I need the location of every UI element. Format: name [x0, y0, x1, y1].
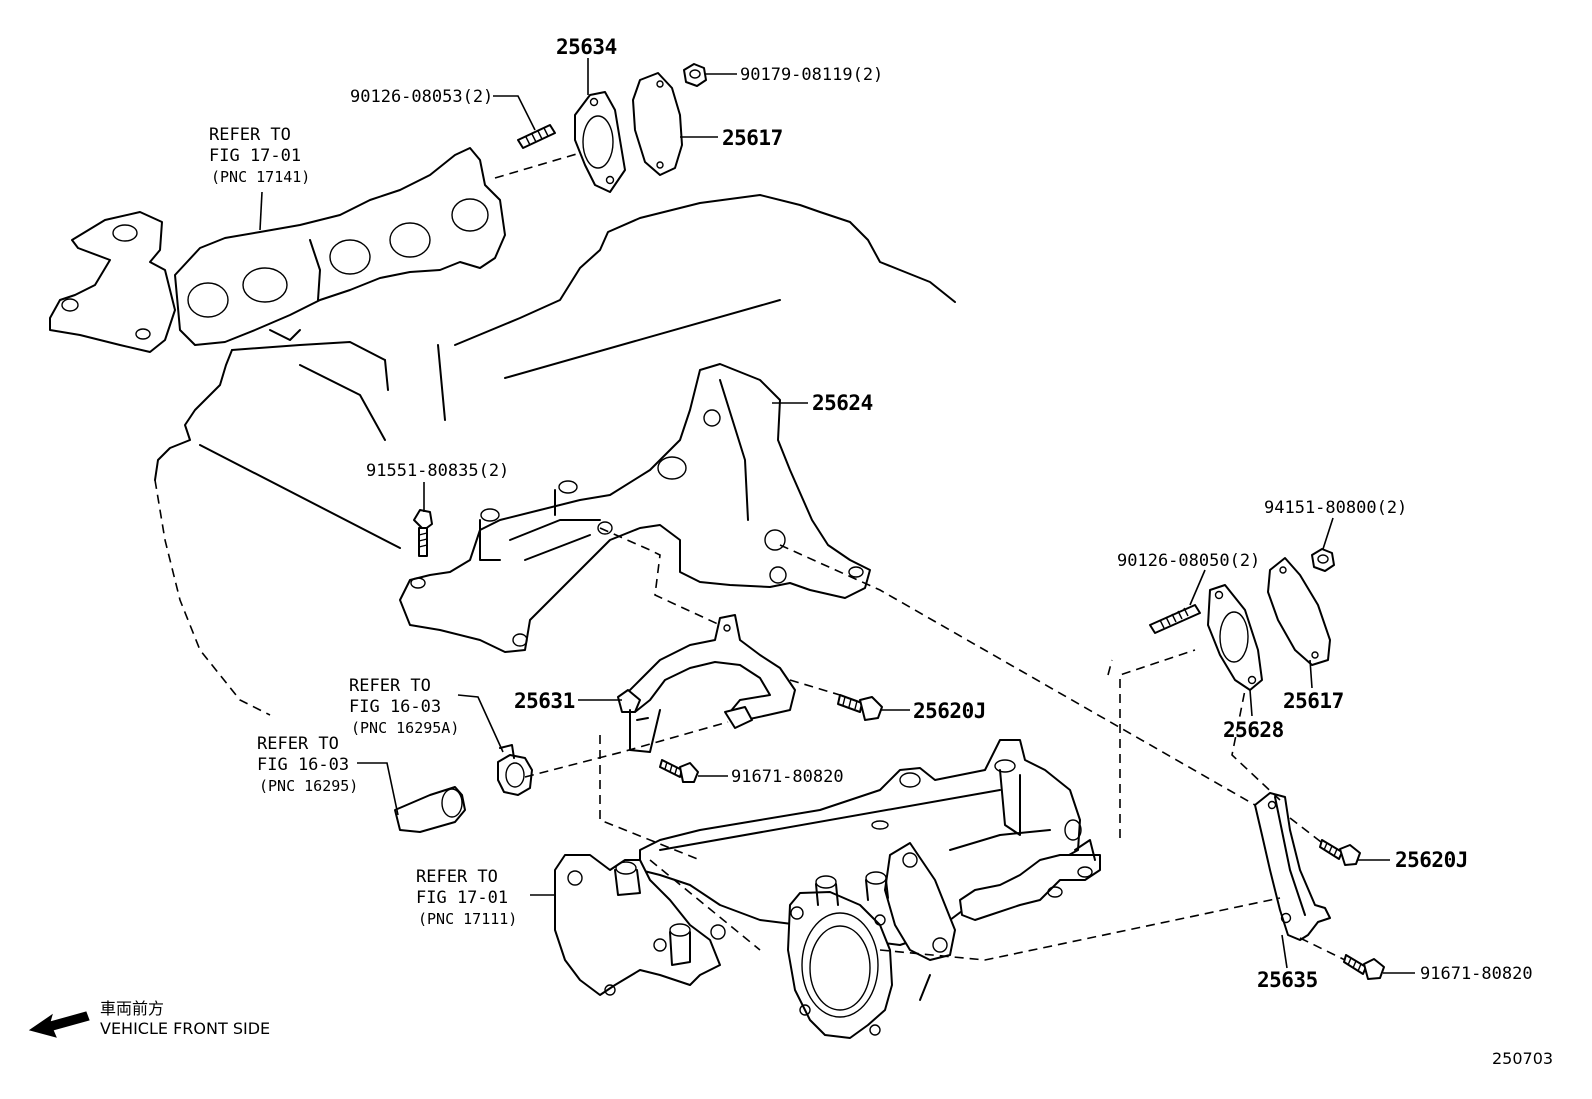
- stud-bolt-right: [1149, 604, 1201, 634]
- refer-note-17141[interactable]: REFER TO FIG 17-01 (PNC 17141): [209, 125, 310, 186]
- label-91671-80820-mid[interactable]: 91671-80820: [731, 767, 844, 787]
- label-25635[interactable]: 25635: [1257, 968, 1318, 992]
- nut-94151: [1311, 548, 1335, 572]
- refer-note-16295A[interactable]: REFER TO FIG 16-03 (PNC 16295A): [349, 676, 459, 737]
- gasket-25628: [1207, 584, 1263, 691]
- cover-plate-25617-right: [1267, 557, 1331, 666]
- label-25624[interactable]: 25624: [812, 391, 873, 415]
- water-hose-25631: [617, 614, 796, 753]
- refer-line3: (PNC 17111): [418, 910, 517, 928]
- label-25620J-right[interactable]: 25620J: [1395, 848, 1468, 872]
- engine-block-outline: [154, 194, 956, 716]
- direction-label-ja: 車両前方: [100, 999, 164, 1018]
- refer-line2: FIG 17-01: [209, 146, 301, 166]
- bolt-91671-right: [1343, 954, 1385, 980]
- label-90126-08050[interactable]: 90126-08050(2): [1117, 551, 1260, 571]
- bolt-25620J-right: [1319, 839, 1361, 866]
- flange-bolt-91551: [413, 509, 433, 557]
- refer-line1: REFER TO: [349, 676, 431, 696]
- refer-line2: FIG 16-03: [257, 755, 349, 775]
- nut-90179: [683, 63, 707, 87]
- refer-line1: REFER TO: [416, 867, 498, 887]
- cover-plate-25617-top: [632, 72, 683, 176]
- water-pipe-16295: [394, 786, 466, 833]
- hose-clamp: [497, 744, 533, 796]
- intake-manifold: [554, 739, 1101, 1039]
- refer-line1: REFER TO: [257, 734, 339, 754]
- label-25631[interactable]: 25631: [514, 689, 575, 713]
- gasket-25634: [574, 91, 626, 193]
- leader-lines: [259, 58, 1415, 974]
- assembly-guide-lines: [494, 152, 1346, 961]
- label-25617-right[interactable]: 25617: [1283, 689, 1344, 713]
- part-number-labels: 25634 90126-08053(2) 90179-08119(2) 2561…: [350, 35, 1533, 992]
- exhaust-manifold: [49, 147, 506, 353]
- bolt-25620J-mid: [837, 694, 883, 721]
- label-25620J-mid[interactable]: 25620J: [913, 699, 986, 723]
- refer-line2: FIG 17-01: [416, 888, 508, 908]
- label-25617-top[interactable]: 25617: [722, 126, 783, 150]
- label-25634[interactable]: 25634: [556, 35, 617, 59]
- figure-id: 250703: [1492, 1049, 1553, 1068]
- bolt-91671-mid: [659, 759, 699, 783]
- egr-pipe-25624: [399, 363, 871, 653]
- refer-line1: REFER TO: [209, 125, 291, 145]
- refer-line3: (PNC 16295): [259, 777, 358, 795]
- label-94151-80800[interactable]: 94151-80800(2): [1264, 498, 1407, 518]
- label-90179-08119[interactable]: 90179-08119(2): [740, 65, 883, 85]
- stud-bolt-upper: [517, 124, 556, 149]
- label-91551-80835[interactable]: 91551-80835(2): [366, 461, 509, 481]
- bracket-25635: [1254, 792, 1331, 941]
- refer-line3: (PNC 17141): [211, 168, 310, 186]
- refer-line3: (PNC 16295A): [351, 719, 459, 737]
- label-25628[interactable]: 25628: [1223, 718, 1284, 742]
- label-90126-08053[interactable]: 90126-08053(2): [350, 87, 493, 107]
- refer-note-16295[interactable]: REFER TO FIG 16-03 (PNC 16295): [257, 734, 358, 795]
- vehicle-front-indicator: 車両前方 VEHICLE FRONT SIDE: [28, 999, 270, 1038]
- label-91671-80820-right[interactable]: 91671-80820: [1420, 964, 1533, 984]
- arrow-left-icon: [28, 1011, 90, 1038]
- refer-note-17111[interactable]: REFER TO FIG 17-01 (PNC 17111): [416, 867, 517, 928]
- direction-label-en: VEHICLE FRONT SIDE: [100, 1019, 270, 1038]
- refer-line2: FIG 16-03: [349, 697, 441, 717]
- refer-to-notes: REFER TO FIG 17-01 (PNC 17141) REFER TO …: [209, 125, 517, 928]
